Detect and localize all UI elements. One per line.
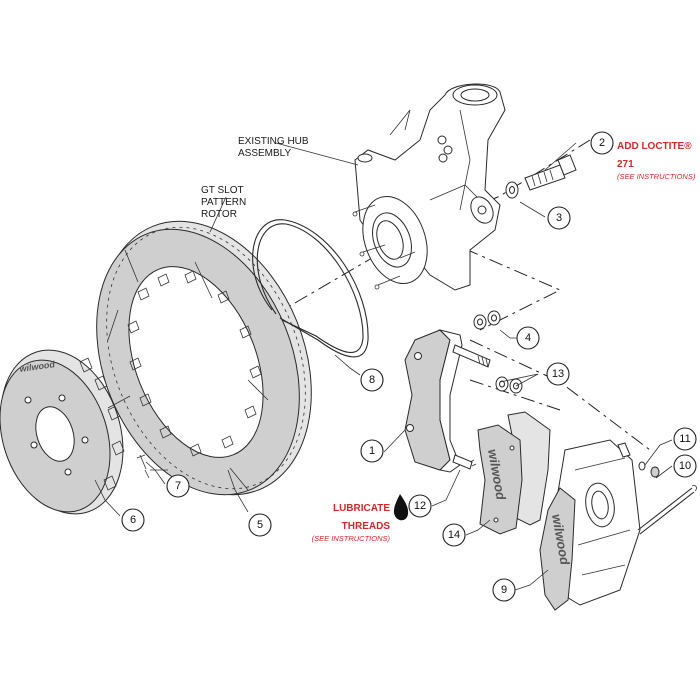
mounting-bolt	[524, 154, 577, 191]
bleeder-screw	[650, 466, 660, 478]
callout-10: 10	[673, 454, 697, 478]
callout-12-number: 12	[414, 500, 426, 512]
loctite-note-sub: (SEE INSTRUCTIONS)	[617, 172, 696, 181]
callout-5: 5	[248, 513, 272, 537]
oil-drop-icon	[393, 494, 409, 521]
callout-10-number: 10	[679, 460, 691, 472]
callout-1-number: 1	[369, 445, 375, 457]
rotor-bolts	[136, 454, 150, 479]
callout-2-number: 2	[599, 137, 605, 149]
rotor-hat: wilwood	[0, 349, 125, 515]
callout-2: 2	[590, 131, 614, 155]
callout-14: 14	[442, 523, 466, 547]
callout-11: 11	[673, 427, 697, 451]
caliper-pad-pin	[637, 485, 697, 535]
callout-7-number: 7	[175, 480, 181, 492]
hat-brand-mark: wilwood	[19, 359, 56, 374]
lubricate-note-main: LUBRICATE THREADS	[332, 503, 390, 532]
callout-8: 8	[360, 368, 384, 392]
bracket-shims	[473, 310, 501, 330]
callout-13-number: 13	[552, 368, 564, 380]
washer	[505, 181, 519, 199]
callout-8-number: 8	[369, 374, 375, 386]
callout-9: 9	[492, 578, 516, 602]
loctite-note-main: ADD LOCTITE® 271	[617, 141, 692, 170]
callout-9-number: 9	[501, 584, 507, 596]
caliper-bracket	[404, 329, 491, 473]
bleeder-washer	[638, 461, 646, 471]
callout-14-number: 14	[448, 529, 460, 541]
existing-hub-assembly	[352, 83, 506, 291]
brake-pads: wilwood	[477, 411, 551, 535]
lubricate-note: LUBRICATE THREADS (SEE INSTRUCTIONS)	[290, 498, 390, 543]
callout-12: 12	[408, 494, 432, 518]
lubricate-note-sub: (SEE INSTRUCTIONS)	[311, 534, 390, 543]
callout-3-number: 3	[556, 212, 562, 224]
callout-7: 7	[166, 474, 190, 498]
callout-6-number: 6	[130, 514, 136, 526]
hub-assembly-label: EXISTING HUB ASSEMBLY	[238, 136, 309, 159]
callout-6: 6	[121, 508, 145, 532]
gt-slot-rotor	[96, 220, 312, 496]
loctite-note: ADD LOCTITE® 271 (SEE INSTRUCTIONS)	[617, 136, 700, 181]
rotor-label: GT SLOT PATTERN ROTOR	[201, 185, 247, 220]
callout-13: 13	[546, 362, 570, 386]
callout-3: 3	[547, 206, 571, 230]
callout-4: 4	[516, 326, 540, 350]
callout-leader-lines	[94, 142, 673, 591]
callout-1: 1	[360, 439, 384, 463]
brake-caliper: wilwood	[539, 439, 641, 611]
callout-11-number: 11	[679, 433, 690, 445]
threaded-stud	[469, 459, 477, 467]
retaining-ring	[252, 219, 369, 358]
callout-5-number: 5	[257, 519, 263, 531]
callout-4-number: 4	[525, 332, 531, 344]
